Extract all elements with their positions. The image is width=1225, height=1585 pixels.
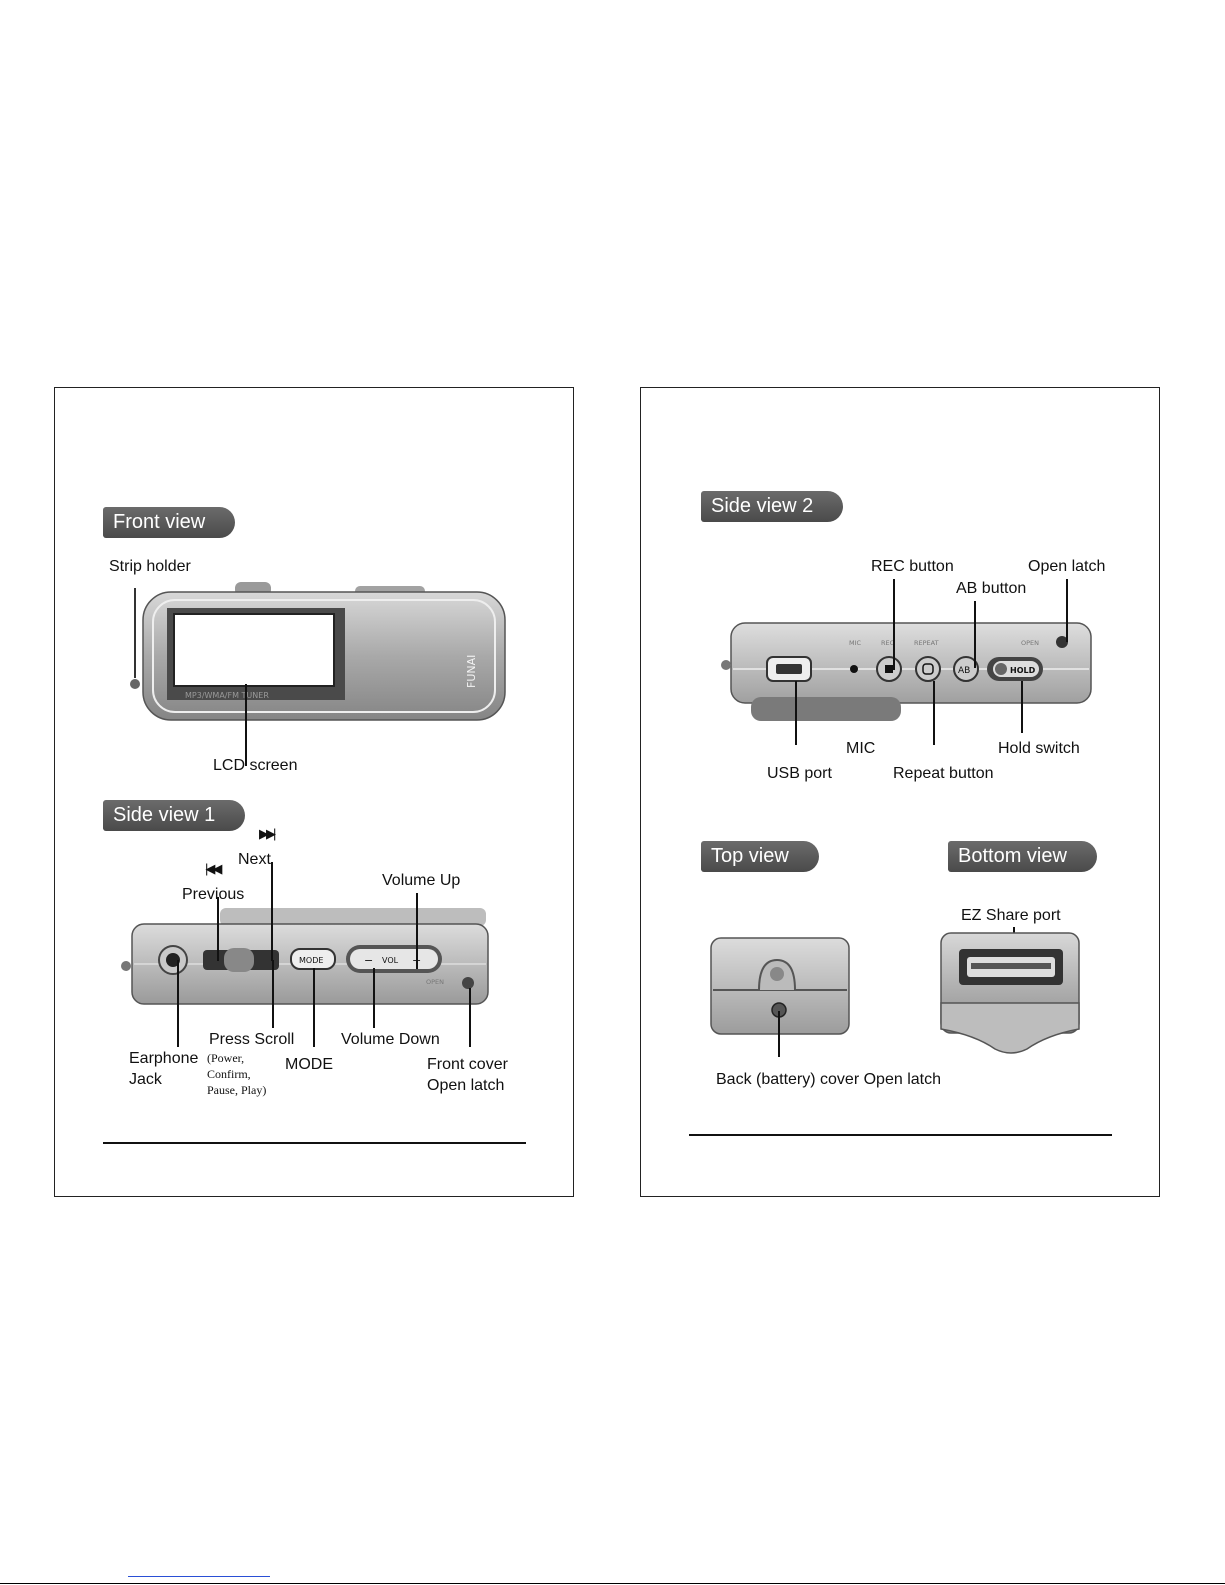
earphone-label-line1: Earphone <box>129 1050 199 1067</box>
press-scroll-detail-3: Pause, Play) <box>207 1083 267 1097</box>
hold-switch-label: Hold switch <box>998 740 1080 757</box>
press-scroll-leader <box>272 960 274 1028</box>
footer-divider <box>0 1583 1225 1584</box>
side-view-2-heading: Side view 2 <box>701 491 844 522</box>
front-view-device-illustration: MP3/WMA/FM TUNER FUNAI <box>130 582 506 721</box>
bottom-view-heading: Bottom view <box>948 841 1097 872</box>
front-cover-label-line2: Open latch <box>427 1077 505 1094</box>
volume-down-leader <box>373 968 375 1028</box>
ab-button-label: AB button <box>956 580 1027 597</box>
hold-switch-leader <box>1021 681 1023 733</box>
svg-text:HOLD: HOLD <box>1010 666 1036 675</box>
back-cover-latch-leader <box>778 1011 780 1057</box>
manual-page-right: Side view 2 REC button Open latch AB but… <box>640 387 1160 1197</box>
strip-holder-label: Strip holder <box>109 558 191 575</box>
rec-button-label: REC button <box>871 558 954 575</box>
ab-button-leader <box>974 601 976 668</box>
volume-down-label: Volume Down <box>341 1031 440 1048</box>
svg-text:MP3/WMA/FM TUNER: MP3/WMA/FM TUNER <box>185 691 269 700</box>
next-icon: ▶▶| <box>259 826 276 841</box>
footer-link-underline <box>128 1576 270 1577</box>
bottom-view-device-illustration <box>940 932 1080 1054</box>
repeat-button-label: Repeat button <box>893 765 994 782</box>
volume-up-label: Volume Up <box>382 872 461 889</box>
side-view-2-device-illustration: MIC REC REPEAT OPEN AB HOLD <box>721 622 1092 721</box>
open-latch-label: Open latch <box>1028 558 1106 575</box>
usb-port-label: USB port <box>767 765 832 782</box>
svg-text:AB: AB <box>958 666 970 676</box>
front-cover-leader <box>469 988 471 1047</box>
next-label: Next <box>238 851 271 868</box>
next-leader <box>271 862 273 961</box>
rec-button-leader <box>893 579 895 670</box>
earphone-label-line2: Jack <box>129 1071 162 1088</box>
side-view-1-heading: Side view 1 <box>103 800 246 831</box>
open-latch-leader <box>1066 579 1068 642</box>
back-cover-latch-label: Back (battery) cover Open latch <box>716 1071 941 1088</box>
page-bottom-rule <box>103 1142 526 1144</box>
front-view-heading: Front view <box>103 507 236 538</box>
svg-text:VOL: VOL <box>382 956 399 965</box>
svg-text:OPEN: OPEN <box>1021 639 1039 647</box>
lcd-screen-leader <box>245 684 247 766</box>
usb-port-leader <box>795 681 797 745</box>
svg-text:OPEN: OPEN <box>426 978 444 986</box>
svg-text:MODE: MODE <box>299 956 323 965</box>
front-cover-label-line1: Front cover <box>427 1056 508 1073</box>
previous-icon: |◀◀ <box>205 861 222 876</box>
mode-label: MODE <box>285 1056 333 1073</box>
svg-text:REC: REC <box>881 639 895 647</box>
previous-leader <box>217 897 219 961</box>
top-view-heading: Top view <box>701 841 819 872</box>
svg-text:−: − <box>364 954 373 967</box>
svg-text:REPEAT: REPEAT <box>914 639 939 647</box>
lcd-screen-label: LCD screen <box>213 757 298 774</box>
ez-share-port-label: EZ Share port <box>961 907 1061 924</box>
press-scroll-detail-1: (Power, <box>207 1051 245 1065</box>
top-view-device-illustration <box>710 937 850 1035</box>
side-view-1-device-illustration: MODE − VOL + OPEN <box>121 908 489 1005</box>
page-bottom-rule <box>689 1134 1112 1136</box>
press-scroll-detail-2: Confirm, <box>207 1067 251 1081</box>
svg-text:FUNAI: FUNAI <box>465 655 478 688</box>
manual-page-left: Front view Strip holder MP3/WMA/FM TUNER… <box>54 387 574 1197</box>
mode-leader <box>313 968 315 1047</box>
mic-label: MIC <box>846 740 876 757</box>
repeat-button-leader <box>933 681 935 745</box>
previous-label: Previous <box>182 886 245 903</box>
svg-text:MIC: MIC <box>849 639 862 647</box>
earphone-leader <box>177 960 179 1047</box>
press-scroll-label: Press Scroll <box>209 1031 295 1048</box>
volume-up-leader <box>416 893 418 969</box>
